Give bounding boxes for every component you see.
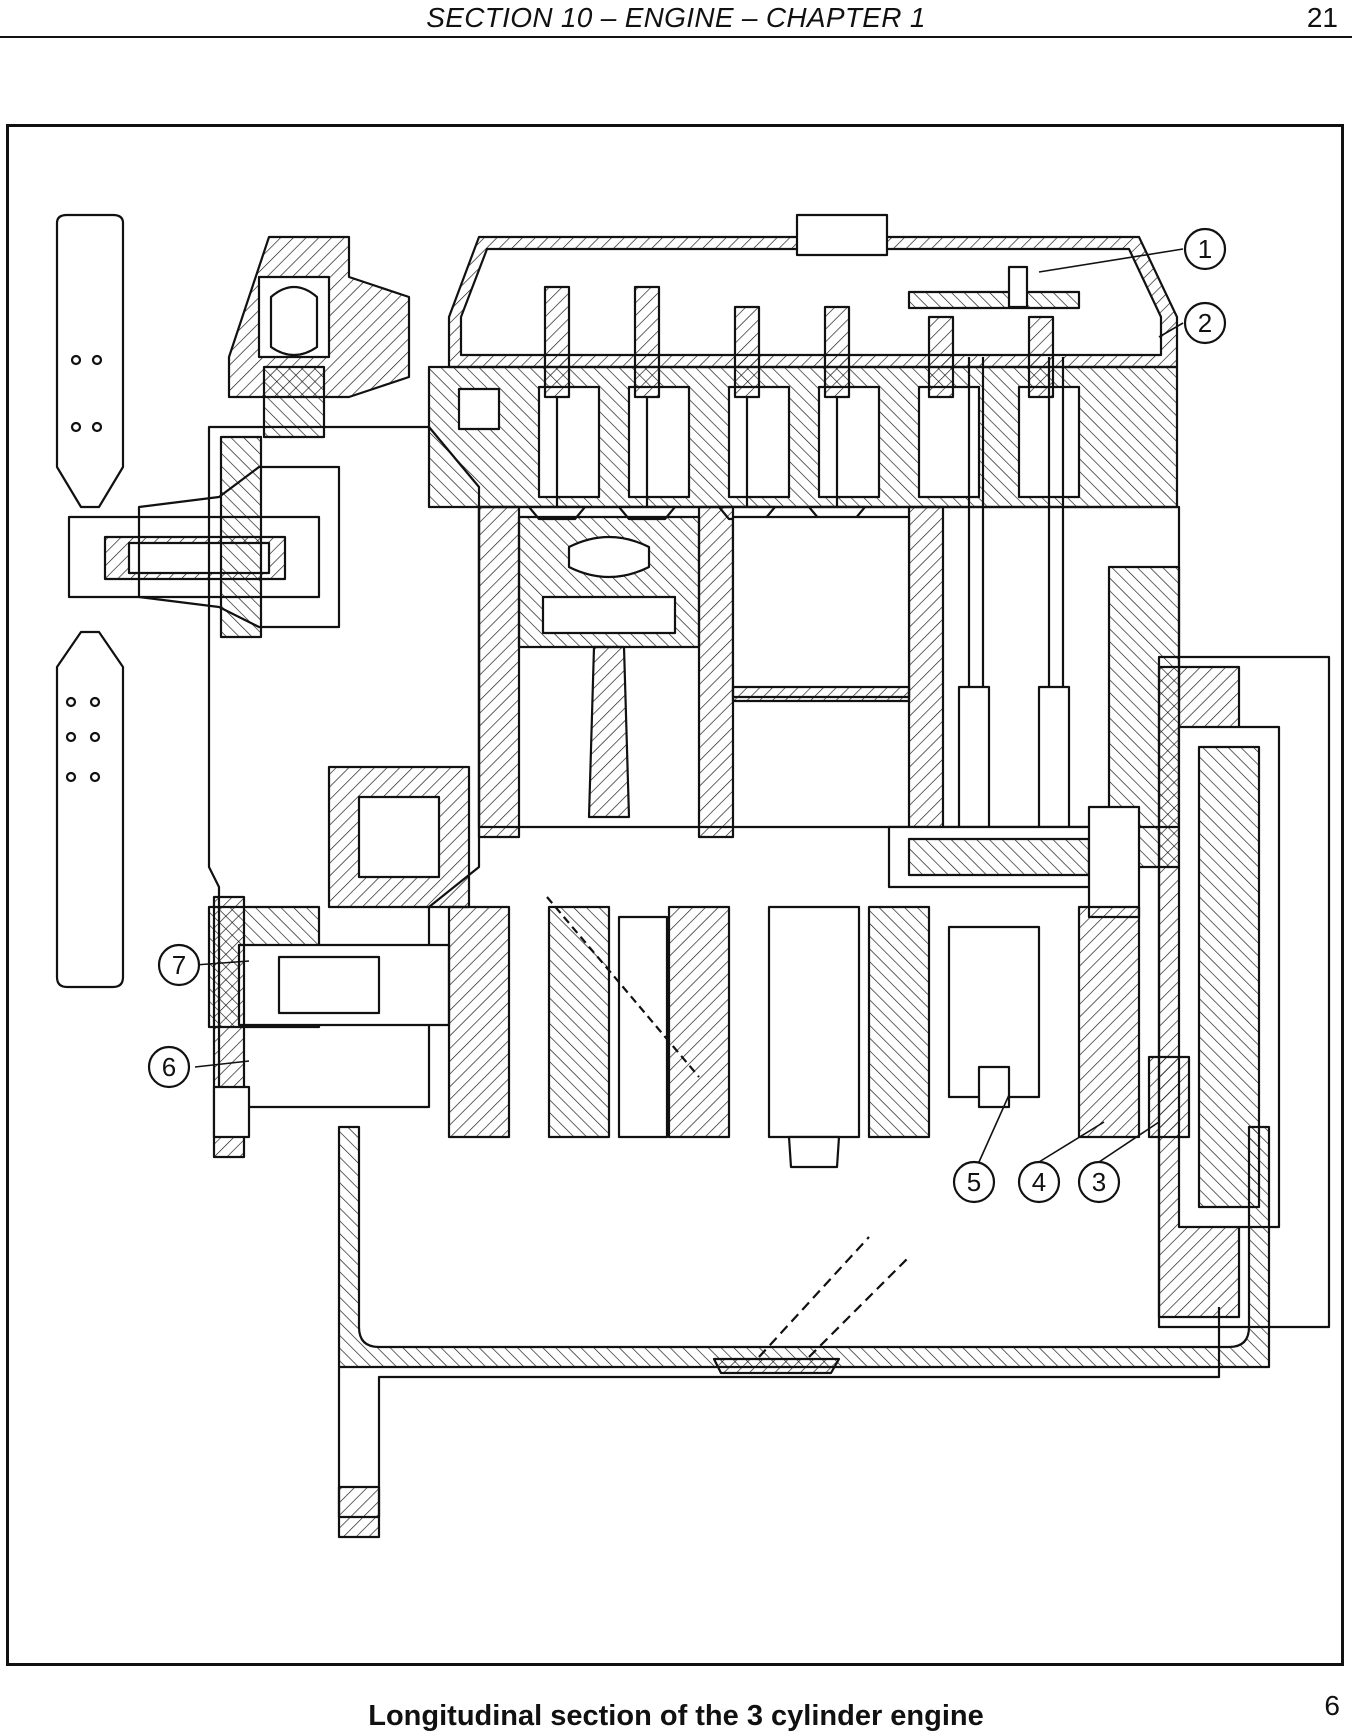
- valve-springs: [527, 285, 1055, 521]
- callouts: 1 2 3 4 5 6 7: [147, 227, 1227, 1204]
- engine-section-drawing: 1 2 3 4 5 6 7: [55, 213, 1331, 1539]
- fan-blade-lower: [55, 630, 125, 989]
- figure-frame: 1 2 3 4 5 6 7: [6, 124, 1344, 1666]
- callout-2: 2: [1183, 301, 1227, 345]
- callout-5: 5: [952, 1160, 996, 1204]
- callout-6: 6: [147, 1045, 191, 1089]
- cylinder-head: [427, 365, 1179, 509]
- svg-text:7: 7: [172, 950, 186, 980]
- figure-number: 6: [1324, 1690, 1340, 1721]
- pushrod-area: [957, 357, 1071, 847]
- page-header: SECTION 10 – ENGINE – CHAPTER 1 21: [0, 0, 1352, 40]
- figure-caption: Longitudinal section of the 3 cylinder e…: [368, 1700, 984, 1732]
- rocker-shaft: [907, 265, 1081, 310]
- header-rule: [0, 36, 1352, 38]
- oil-sump: [337, 1125, 1271, 1539]
- page-number: 21: [1306, 2, 1338, 33]
- thermostat-housing: [227, 235, 411, 439]
- flywheel-housing: [1147, 655, 1331, 1329]
- svg-text:3: 3: [1092, 1167, 1106, 1197]
- callout-4: 4: [1017, 1160, 1061, 1204]
- leader-lines: [194, 248, 1184, 1163]
- camshaft: [887, 805, 1141, 919]
- piston-2: [731, 515, 911, 703]
- crank-pulley: [212, 895, 251, 1159]
- water-pump: [67, 435, 341, 639]
- fan-blade-upper: [55, 213, 125, 509]
- section-title: SECTION 10 – ENGINE – CHAPTER 1: [426, 2, 926, 33]
- svg-text:5: 5: [967, 1167, 981, 1197]
- svg-text:1: 1: [1198, 234, 1212, 264]
- crankshaft: [237, 896, 1141, 1169]
- svg-text:6: 6: [162, 1052, 176, 1082]
- callout-3: 3: [1077, 1160, 1121, 1204]
- callout-1: 1: [1183, 227, 1227, 271]
- svg-text:2: 2: [1198, 308, 1212, 338]
- svg-text:4: 4: [1032, 1167, 1046, 1197]
- piston-1: [517, 515, 701, 819]
- callout-7: 7: [157, 943, 201, 987]
